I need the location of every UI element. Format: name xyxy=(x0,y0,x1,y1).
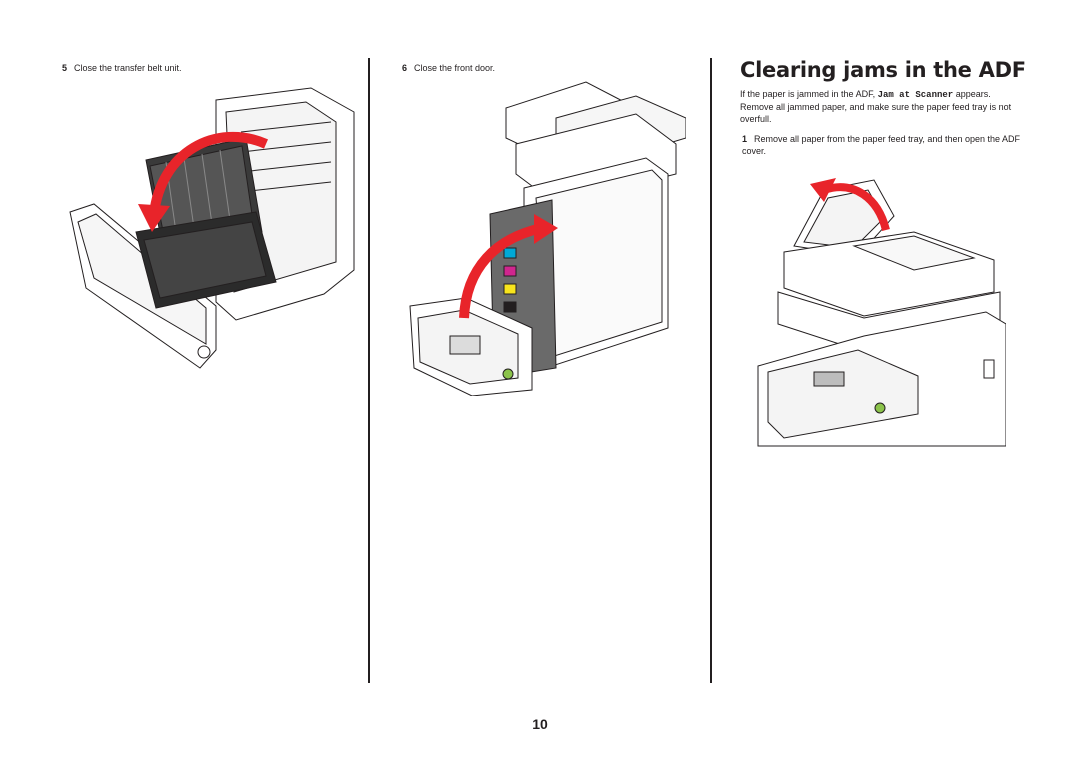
column-step-5: 5 Close the transfer belt unit. xyxy=(58,0,358,690)
step-number: 1 xyxy=(742,134,748,144)
column-step-6: 6 Close the front door. xyxy=(398,0,698,690)
intro-text-before: If the paper is jammed in the ADF, xyxy=(740,89,878,99)
step-6: 6 Close the front door. xyxy=(402,62,495,74)
step-text: Close the transfer belt unit. xyxy=(74,63,182,73)
page-number: 10 xyxy=(532,716,548,732)
transfer-belt-illustration xyxy=(69,87,355,369)
front-door-illustration xyxy=(409,81,686,396)
section-heading: Clearing jams in the ADF xyxy=(740,58,1026,82)
intro-paragraph: If the paper is jammed in the ADF, Jam a… xyxy=(740,88,1025,125)
adf-cover-illustration xyxy=(757,178,1006,447)
intro-message-code: Jam at Scanner xyxy=(877,90,954,100)
column-adf: Clearing jams in the ADF If the paper is… xyxy=(740,0,1030,690)
step-text: Remove all paper from the paper feed tra… xyxy=(742,134,1020,156)
column-divider-right xyxy=(710,58,712,683)
step-5: 5 Close the transfer belt unit. xyxy=(62,62,182,74)
intro-text-after: appears. Remove all jammed paper, and ma… xyxy=(740,89,1012,124)
step-text: Close the front door. xyxy=(414,63,496,73)
step-number: 6 xyxy=(402,63,408,73)
step-number: 5 xyxy=(62,63,68,73)
column-divider-left xyxy=(368,58,370,683)
